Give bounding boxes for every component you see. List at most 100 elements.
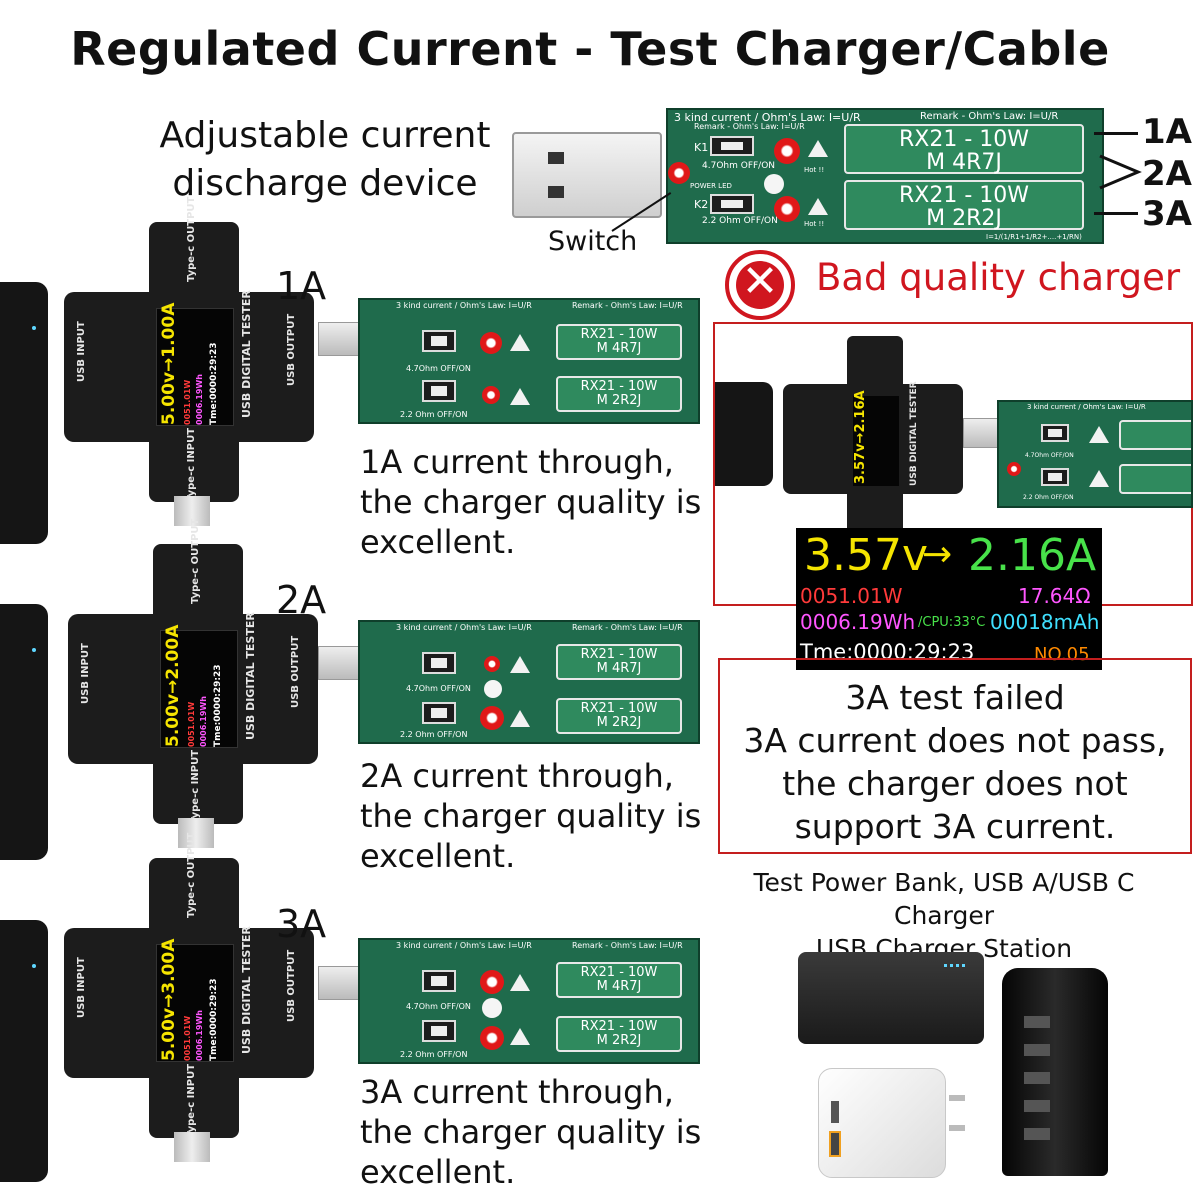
row-amp-label: 1A bbox=[276, 264, 327, 308]
usb-tester: 3.57v→2.16A USB DIGITAL TESTER bbox=[783, 336, 963, 536]
resistor-text: M 4R7J bbox=[596, 340, 642, 356]
warning-icon bbox=[510, 710, 530, 727]
k2-text: 2.2 Ohm OFF/ON bbox=[702, 216, 778, 226]
usb-output-label: USB OUTPUT bbox=[290, 635, 301, 708]
label-3a: 3A bbox=[1142, 194, 1192, 234]
resistor-2r2 bbox=[1119, 464, 1191, 494]
resistor-text: RX21 - 10W bbox=[580, 647, 658, 662]
tester-reading: 5.00v→2.00A bbox=[163, 624, 183, 747]
row-amp-label: 2A bbox=[276, 578, 327, 622]
lcd-time: Tme:0000:29:23 bbox=[800, 640, 975, 664]
power-led-label: POWER LED bbox=[690, 182, 732, 190]
resistor-text: RX21 - 10W bbox=[580, 1019, 658, 1034]
power-led-icon bbox=[668, 162, 690, 184]
tester-watt: 0051.01W bbox=[187, 701, 196, 747]
board-header-right: Remark - Ohm's Law: I=U/R bbox=[572, 301, 683, 310]
x-error-icon: ✕ bbox=[725, 250, 795, 320]
usb-output-label: USB OUTPUT bbox=[286, 313, 297, 386]
k1-switch[interactable] bbox=[422, 330, 456, 352]
tester-screen: 5.00v→3.00A 0051.01W 0006.19Wh Tme:0000:… bbox=[156, 939, 234, 1062]
board-header-right: Remark - Ohm's Law: I=U/R bbox=[572, 623, 683, 632]
led-k2-icon bbox=[480, 1026, 504, 1050]
intro-line: Adjustable current bbox=[159, 115, 491, 156]
led-idle-icon bbox=[484, 680, 502, 698]
intro-caption: Adjustable current discharge device bbox=[140, 112, 510, 208]
discharge-board: 3 kind current / Ohm's Law: I=U/R 4.7Ohm… bbox=[997, 400, 1193, 508]
plug-hole bbox=[548, 186, 564, 198]
lcd-display: 3.57v → 2.16A 0051.01W 17.64Ω 0006.19Wh … bbox=[796, 528, 1102, 670]
board-header-left: 3 kind current / Ohm's Law: I=U/R bbox=[674, 111, 861, 124]
usb-input-label: USB INPUT bbox=[76, 957, 87, 1018]
lcd-cpu: /CPU:33°C bbox=[918, 615, 986, 630]
usb-c-port-icon bbox=[831, 1101, 839, 1123]
lcd-power: 0051.01W bbox=[800, 584, 903, 608]
tester-watt: 0051.01W bbox=[183, 1015, 192, 1061]
k1-label: K1 bbox=[694, 141, 709, 154]
tester-name: USB DIGITAL TESTER bbox=[240, 926, 253, 1054]
resistor-text: RX21 - 10W bbox=[580, 701, 658, 716]
resistor-text: RX21 - 10W bbox=[580, 327, 658, 342]
tester-screen: 3.57v→2.16A bbox=[853, 390, 899, 486]
led-k2-icon bbox=[480, 706, 504, 730]
k1-text: 4.7Ohm OFF/ON bbox=[406, 1002, 471, 1011]
pointer-line bbox=[1094, 212, 1138, 215]
board-subheader: Remark - Ohm's Law: I=U/R bbox=[694, 122, 805, 131]
resistor-text: RX21 - 10W bbox=[898, 127, 1030, 152]
resistor-text: M 2R2J bbox=[596, 714, 642, 730]
tester-name: USB DIGITAL TESTER bbox=[909, 381, 919, 486]
k2-switch[interactable] bbox=[422, 702, 456, 724]
tester-watt: 0051.01W bbox=[183, 379, 192, 425]
usb-port-icon bbox=[1024, 1072, 1050, 1084]
charging-station-image bbox=[1002, 968, 1108, 1176]
usb-port-icon bbox=[1024, 1044, 1050, 1056]
k2-switch[interactable] bbox=[422, 380, 456, 402]
typec-cable bbox=[174, 1132, 210, 1162]
led-k1-icon bbox=[774, 138, 800, 164]
resistor-2r2: RX21 - 10W M 2R2J bbox=[556, 698, 682, 734]
row-amp-label: 3A bbox=[276, 902, 327, 946]
usb-input-label: USB INPUT bbox=[80, 643, 91, 704]
led-k1-icon bbox=[480, 332, 502, 354]
led-idle-icon bbox=[764, 174, 784, 194]
fail-line: 3A test failed bbox=[845, 678, 1065, 717]
intro-line: discharge device bbox=[172, 163, 478, 204]
resistor-text: M 2R2J bbox=[596, 1032, 642, 1048]
resistor-text: M 4R7J bbox=[596, 978, 642, 994]
tester-wh: 0006.19Wh bbox=[195, 1010, 204, 1061]
resistor-text: RX21 - 10W bbox=[898, 183, 1030, 208]
label-1a: 1A bbox=[1142, 112, 1192, 152]
usb-connector bbox=[318, 322, 362, 356]
plug-prong-icon bbox=[949, 1095, 965, 1101]
power-bank bbox=[0, 604, 48, 860]
resistor-text: M 2R2J bbox=[596, 392, 642, 408]
k1-switch[interactable] bbox=[710, 136, 754, 156]
resistor-text: M 4R7J bbox=[596, 660, 642, 676]
fail-line: 3A current does not pass, bbox=[743, 721, 1167, 760]
k1-text: 4.7Ohm OFF/ON bbox=[406, 364, 471, 373]
tester-screen: 5.00v→1.00A 0051.01W 0006.19Wh Tme:0000:… bbox=[156, 303, 234, 426]
desc-line: the charger quality is bbox=[360, 797, 702, 835]
k2-switch[interactable] bbox=[710, 194, 754, 214]
wall-charger-image bbox=[818, 1068, 965, 1178]
usb-connector bbox=[318, 646, 362, 680]
k1-text: 4.7Ohm OFF/ON bbox=[406, 684, 471, 693]
k1-switch[interactable] bbox=[422, 970, 456, 992]
k2-text: 2.2 Ohm OFF/ON bbox=[400, 730, 468, 739]
warning-icon bbox=[1089, 426, 1109, 443]
usb-port-icon bbox=[1024, 1128, 1050, 1140]
led-indicator-icon bbox=[944, 964, 968, 967]
k1-switch[interactable] bbox=[1041, 424, 1069, 442]
k2-label: K2 bbox=[694, 198, 709, 211]
k2-switch[interactable] bbox=[1041, 468, 1069, 486]
k1-switch[interactable] bbox=[422, 652, 456, 674]
desc-line: 3A current through, bbox=[360, 1073, 674, 1111]
k2-switch[interactable] bbox=[422, 1020, 456, 1042]
tester-reading: 5.00v→3.00A bbox=[159, 938, 179, 1061]
lcd-capacity: 00018mAh bbox=[990, 610, 1100, 634]
board-header-right: Remark - Ohm's Law: I=U/R bbox=[572, 941, 683, 950]
warning-icon bbox=[510, 334, 530, 351]
led-k1-icon bbox=[480, 970, 504, 994]
resistor-4r7: RX21 - 10W M 4R7J bbox=[844, 124, 1084, 174]
typec-output-label: Type-c OUTPUT bbox=[186, 832, 197, 918]
board-header-left: 3 kind current / Ohm's Law: I=U/R bbox=[396, 301, 532, 310]
